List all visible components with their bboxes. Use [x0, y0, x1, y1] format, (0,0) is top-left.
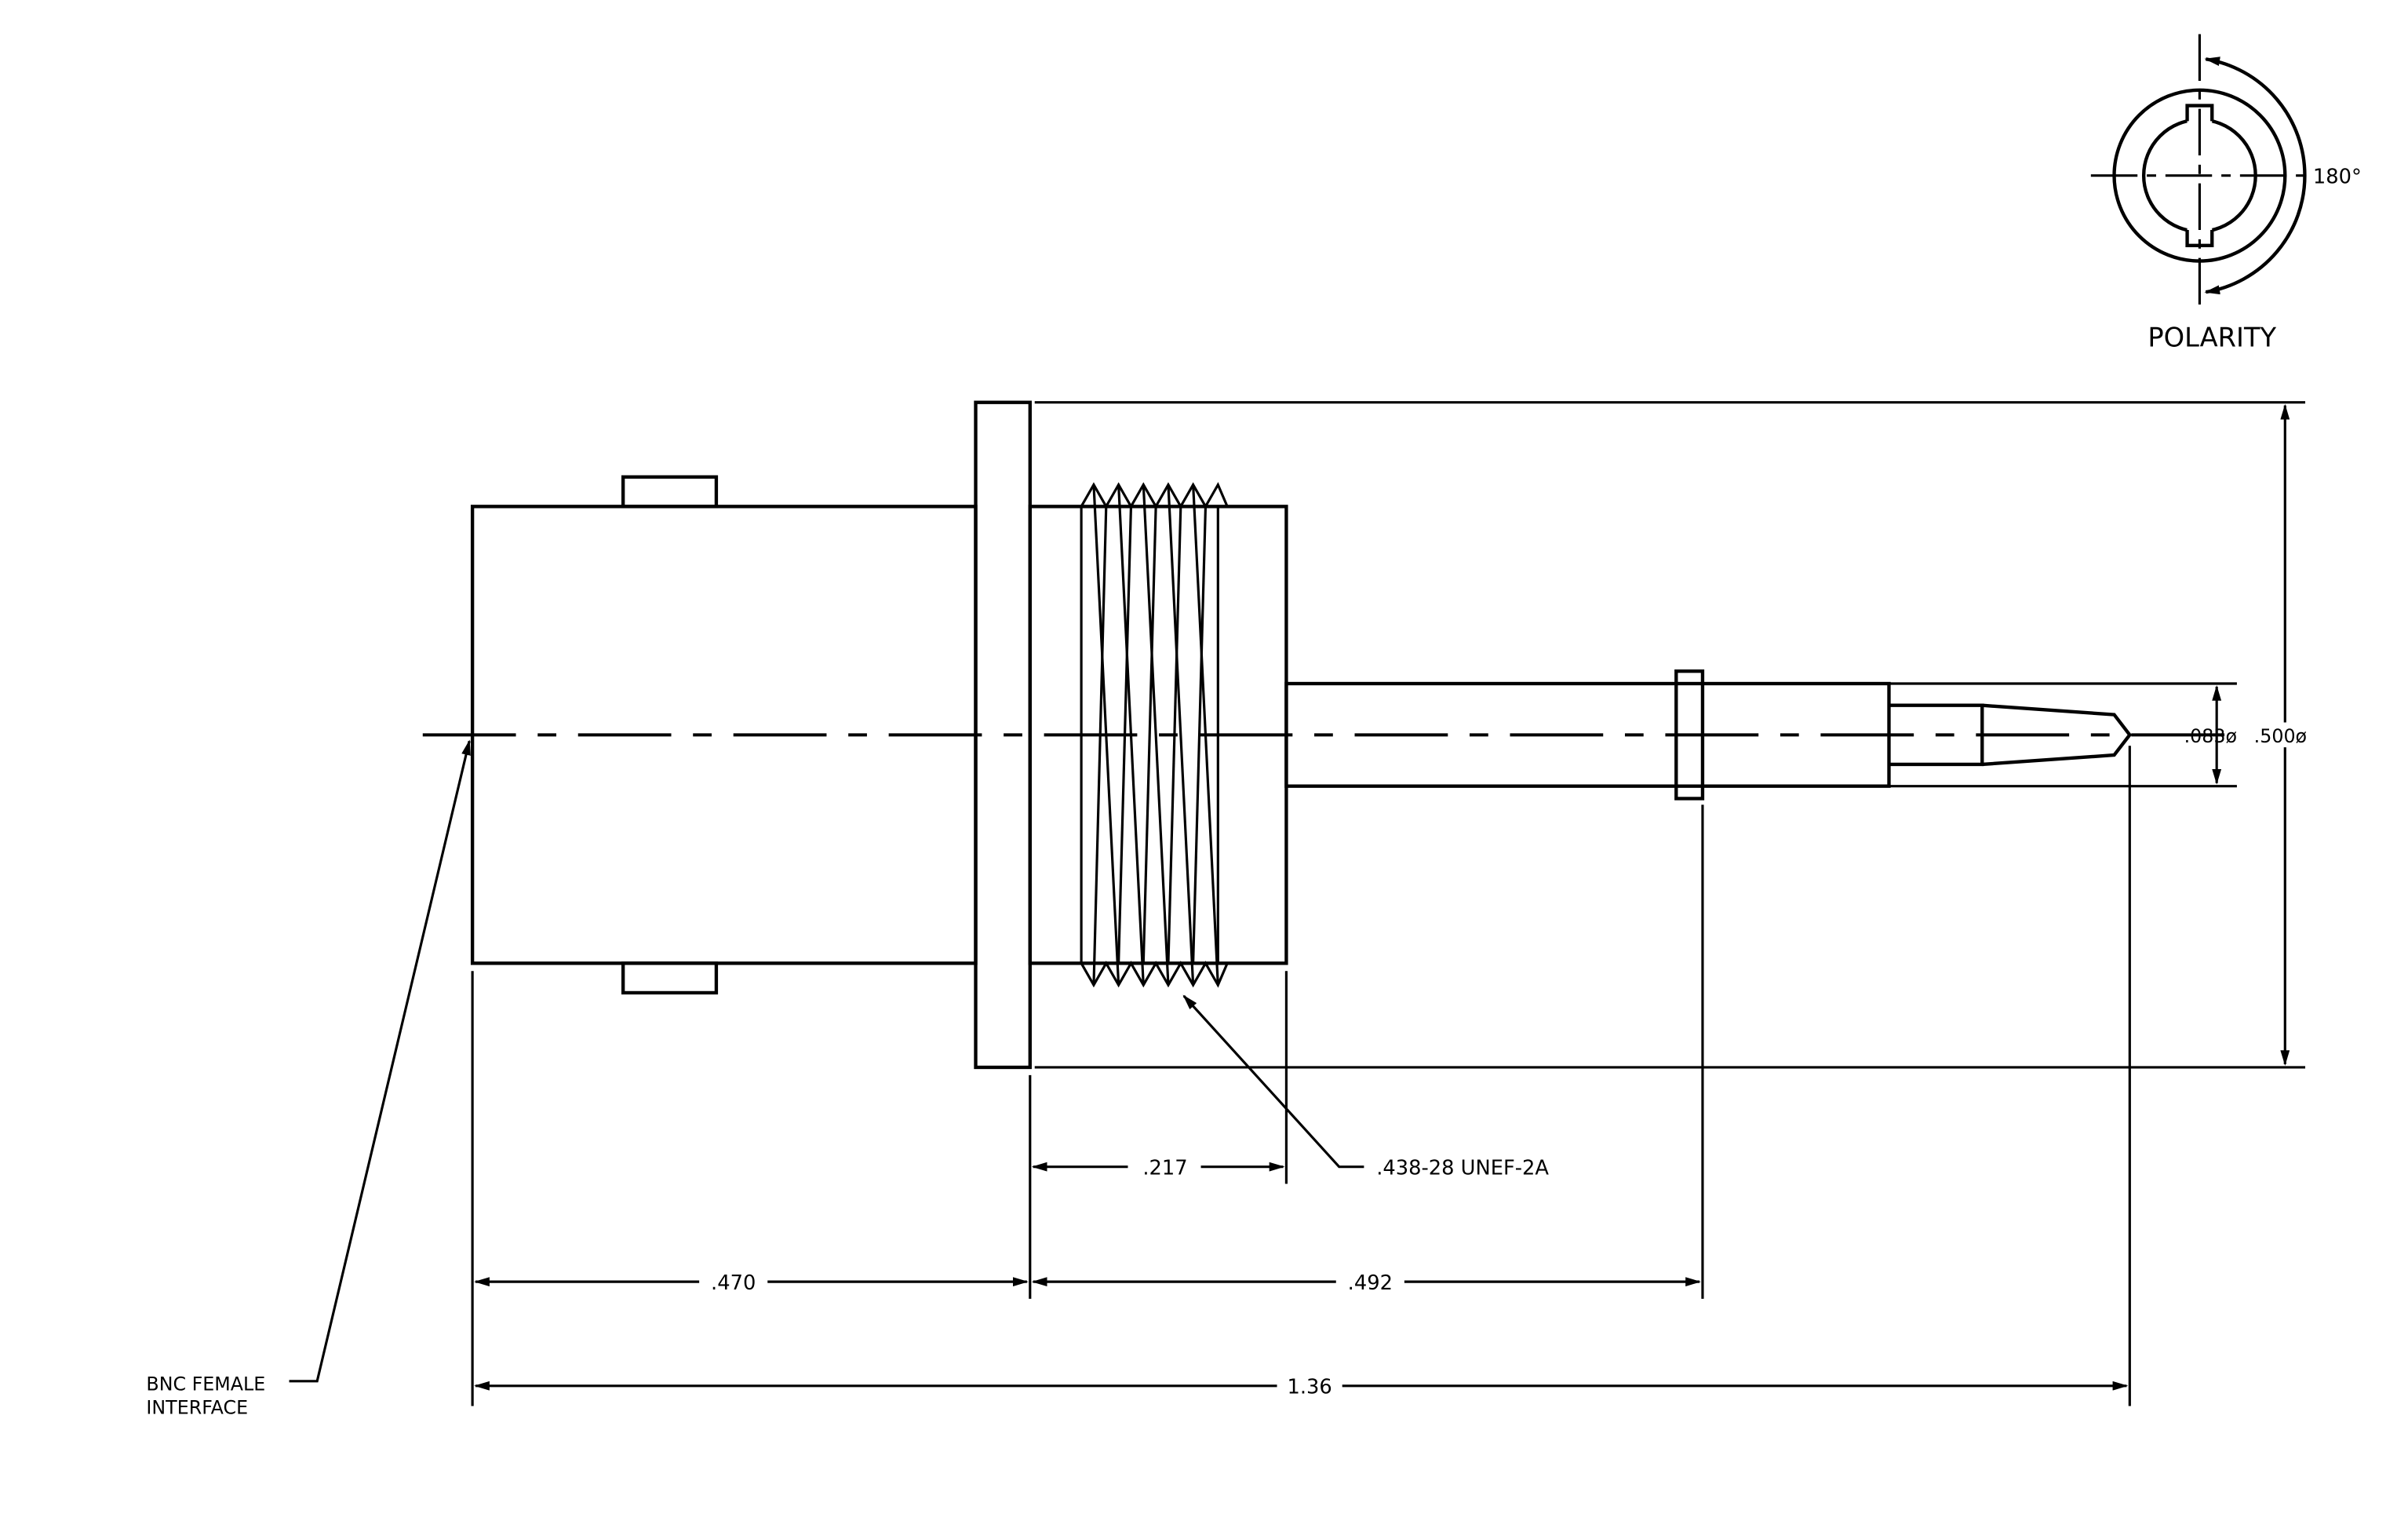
polarity-view: 180° POLARITY — [2090, 34, 2362, 352]
dimension-pin-diameter: .083ø — [2184, 684, 2237, 785]
bayonet-lug-top — [621, 475, 719, 509]
overall-length-value: 1.36 — [1287, 1376, 1332, 1399]
body-diameter-value: .500ø — [2254, 725, 2307, 747]
connector-side-view — [422, 400, 2237, 1070]
pin-diameter-value: .083ø — [2184, 725, 2237, 747]
thread-spec-label: .438-28 UNEF-2A — [1376, 1157, 1549, 1180]
pin-tip — [1982, 703, 2133, 767]
interface-callout: BNC FEMALE INTERFACE — [146, 739, 471, 1418]
dimension-middle-length: .492 — [1031, 1271, 1701, 1295]
dimension-body-diameter: .500ø — [2252, 403, 2324, 1066]
polarity-label: POLARITY — [2148, 322, 2276, 352]
extension-lines — [471, 401, 2306, 1406]
interface-label-line1: BNC FEMALE — [146, 1373, 265, 1395]
thread-callout: .438-28 UNEF-2A — [1182, 994, 1549, 1180]
middle-length-value: .492 — [1348, 1271, 1393, 1295]
interface-label-line2: INTERFACE — [146, 1396, 248, 1418]
dimension-overall-length: 1.36 — [474, 1376, 2129, 1399]
thread-length-value: .217 — [1142, 1157, 1187, 1180]
dimension-thread-length: .217 — [1031, 1157, 1285, 1180]
bayonet-lug-bottom — [621, 961, 719, 995]
polarity-angle: 180° — [2313, 166, 2362, 189]
dimension-left-length: .470 — [474, 1271, 1029, 1295]
left-length-value: .470 — [711, 1271, 756, 1295]
polarity-arc — [2204, 57, 2307, 295]
